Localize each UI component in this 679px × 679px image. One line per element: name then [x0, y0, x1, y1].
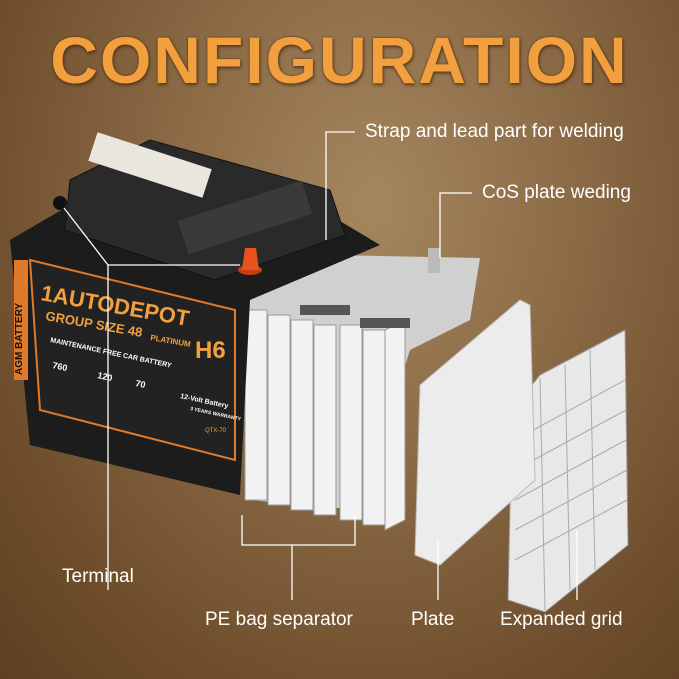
callout-separator: PE bag separator — [205, 609, 353, 630]
battery-spec-ah: 70 — [135, 378, 147, 390]
battery-spec-cca: 760 — [52, 360, 69, 373]
terminal-leader-neg — [63, 207, 109, 266]
callout-lines — [63, 131, 578, 600]
page-title: CONFIGURATION — [50, 23, 629, 97]
callout-cos-plate: CoS plate weding — [482, 182, 631, 203]
callout-terminal: Terminal — [62, 566, 134, 587]
callout-plate: Plate — [411, 609, 455, 630]
plate-image — [414, 299, 536, 566]
separator-stack-image — [244, 248, 480, 531]
battery-spec-rc: 120 — [97, 370, 114, 383]
battery-body-image — [10, 132, 380, 495]
callout-grid: Expanded grid — [500, 609, 623, 630]
expanded-grid-image — [507, 329, 629, 613]
cos-leader — [439, 192, 472, 258]
callout-strap: Strap and lead part for welding — [365, 121, 624, 142]
battery-model: QTX-70 — [205, 428, 227, 434]
separator-bracket — [241, 515, 356, 546]
strap-leader — [325, 131, 355, 240]
battery-size-code: H6 — [195, 337, 226, 364]
battery-side-label: AGM BATTERY — [14, 302, 25, 375]
